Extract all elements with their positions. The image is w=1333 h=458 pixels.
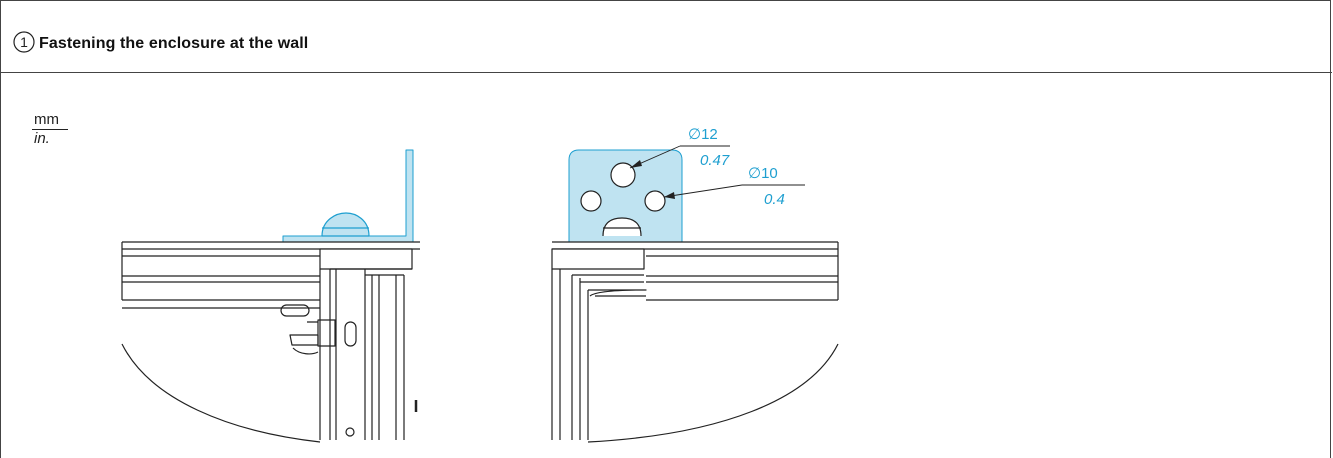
- unit-divider: [32, 129, 68, 130]
- step-number: 1: [20, 34, 28, 50]
- unit-inch-label: in.: [34, 130, 50, 147]
- small-hole-left: [580, 190, 602, 212]
- hole-dimension-leaders: [629, 145, 805, 199]
- dim-12-mm: 12: [701, 126, 718, 143]
- svg-text:∅10: ∅10: [748, 165, 778, 182]
- left-spacer-block: [319, 248, 413, 270]
- dim-10-mm: 10: [761, 165, 778, 182]
- small-hole-right: [644, 190, 666, 212]
- step-number-badge-icon: 1: [13, 31, 35, 53]
- dimension-labels: ∅12 0.47 ∅10 0.4: [688, 126, 785, 208]
- left-enclosure-view: [121, 149, 420, 443]
- dim-10-symbol: ∅: [748, 165, 761, 182]
- left-curved-panel: [121, 343, 321, 443]
- left-hinge-clip: [289, 334, 319, 346]
- left-vertical-profile: [319, 269, 405, 440]
- right-enclosure-view: [551, 149, 839, 443]
- large-hole: [610, 162, 636, 188]
- left-slot-hole: [280, 304, 310, 317]
- step-title: Fastening the enclosure at the wall: [39, 35, 309, 52]
- right-spacer-block: [551, 248, 645, 270]
- right-door-corner: [551, 269, 589, 440]
- dim-12-inch: 0.47: [700, 152, 730, 169]
- dim-10-inch: 0.4: [764, 191, 785, 208]
- left-screw-head: [321, 212, 370, 237]
- step-header: 1 Fastening the enclosure at the wall: [1, 1, 1332, 73]
- svg-text:∅12: ∅12: [688, 126, 718, 143]
- dim-12-symbol: ∅: [688, 126, 701, 143]
- right-curved-panel: [587, 343, 839, 443]
- unit-mm-label: mm: [34, 111, 59, 128]
- unit-legend: mm in.: [32, 111, 70, 147]
